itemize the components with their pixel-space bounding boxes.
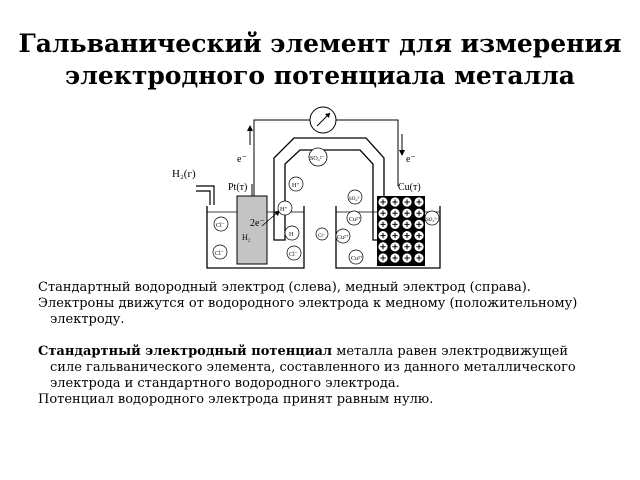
copper-ion-1: Cu²⁺ <box>349 217 361 223</box>
definition-text: металла равен электродвижущей силе гальв… <box>50 344 576 391</box>
description-line-1: Стандартный водородный электрод (слева),… <box>38 280 531 295</box>
hydrogen-ion: H <box>289 232 294 238</box>
wire-right <box>336 119 399 186</box>
plus-icon <box>416 199 422 205</box>
plus-icon <box>392 255 398 261</box>
title-line-1: Гальванический элемент для измерения <box>18 29 622 58</box>
platinum-electrode <box>236 195 268 265</box>
chloride-ion-2: Cl⁻ <box>215 251 224 257</box>
plus-icon <box>380 233 386 239</box>
galvanic-cell-diagram: e⁻ e⁻ SO₄²⁻ H₂(г) Pt(т) 2e⁻ H₂ Cl⁻ Cl⁻ H… <box>172 106 441 269</box>
platinum-label: Pt(т) <box>228 182 247 193</box>
electron-label-left: e⁻ <box>237 154 247 165</box>
copper-ion-3: Cu²⁺ <box>351 256 363 262</box>
salt-bridge <box>273 137 385 241</box>
page-title: Гальванический элемент для измерения эле… <box>0 28 640 92</box>
chloride-ion-3: Cl⁻ <box>289 252 298 258</box>
plus-icon <box>416 233 422 239</box>
plus-icon <box>380 199 386 205</box>
title-line-2: электродного потенциала металла <box>65 61 575 90</box>
copper-ion-2: Cu²⁺ <box>337 235 349 241</box>
plus-icon <box>416 244 422 250</box>
plus-icon <box>392 244 398 250</box>
sulfate-ion-left: SO₄²⁻ <box>349 196 362 202</box>
hydrogen-electrode-label: H₂ <box>242 233 251 242</box>
plus-icon <box>404 244 410 250</box>
description: Стандартный водородный электрод (слева),… <box>38 280 598 408</box>
plus-icon <box>404 255 410 261</box>
description-line-2: Электроны движутся от водородного электр… <box>38 296 578 327</box>
sulfate-ion-right: SO₄²⁻ <box>426 217 439 223</box>
chloride-ion-1: Cl⁻ <box>216 223 225 229</box>
plus-icon <box>392 221 398 227</box>
hydrogen-inlet <box>196 185 215 205</box>
definition-paragraph: Стандартный электродный потенциал металл… <box>38 344 598 392</box>
definition-term: Стандартный электродный потенциал <box>38 344 333 359</box>
plus-icon <box>380 244 386 250</box>
plus-icon <box>416 255 422 261</box>
copper-label: Cu(т) <box>398 182 421 193</box>
plus-icon <box>404 233 410 239</box>
plus-icon <box>392 233 398 239</box>
bridge-hydrogen-ion: H⁺ <box>292 183 300 189</box>
plus-icon <box>404 221 410 227</box>
plus-icon <box>416 221 422 227</box>
hydrogen-ion-plus: H⁺ <box>280 207 288 213</box>
copper-electrode-grid <box>378 197 424 263</box>
two-electrons-label: 2e⁻ <box>250 218 265 229</box>
chloride-ion-4: Cl⁻ <box>318 234 326 239</box>
plus-icon <box>404 199 410 205</box>
hydrogen-gas-label: H₂(г) <box>172 168 196 180</box>
plus-icon <box>380 221 386 227</box>
plus-icon <box>404 210 410 216</box>
plus-icon <box>392 199 398 205</box>
plus-icon <box>392 210 398 216</box>
electron-label-right: e⁻ <box>406 154 416 165</box>
bridge-sulfate: SO₄²⁻ <box>310 156 325 162</box>
description-line-4: Потенциал водородного электрода принят р… <box>38 392 434 407</box>
plus-icon <box>416 210 422 216</box>
wire-left <box>253 119 310 200</box>
plus-icon <box>380 210 386 216</box>
beaker-left <box>206 206 305 269</box>
plus-icon <box>380 255 386 261</box>
